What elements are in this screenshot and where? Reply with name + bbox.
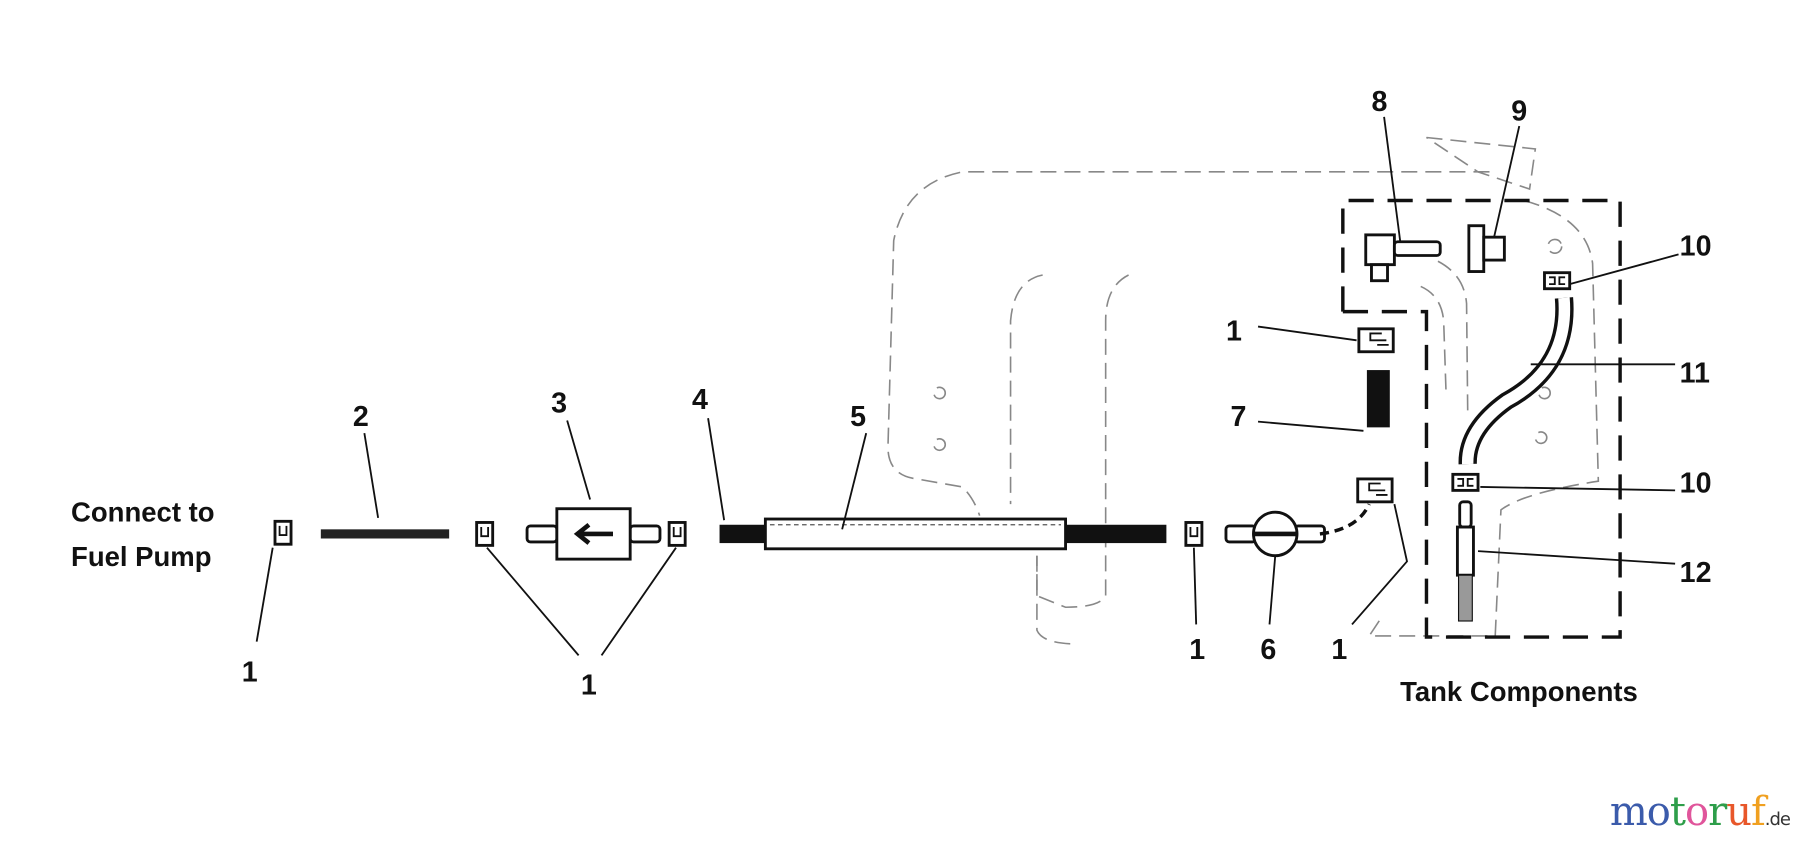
callout-1: 1 [581, 669, 597, 701]
fuel-hose-4 [1065, 524, 1167, 544]
callout-3: 3 [551, 387, 567, 419]
hose-sleeve [763, 517, 1067, 551]
tank-fuel-strainer [1455, 500, 1475, 622]
fuel-hose-2 [320, 529, 450, 539]
callout-4: 4 [692, 384, 708, 416]
tank-components-box [1341, 198, 1622, 639]
shutoff-valve [1224, 510, 1326, 558]
tank-outline-ghost [887, 136, 1600, 645]
callout-1: 1 [1189, 634, 1205, 666]
callout-1: 1 [242, 657, 258, 689]
tank-cap [1467, 224, 1506, 273]
fuel-hose-4 [719, 524, 768, 544]
watermark-letter: t [1669, 789, 1686, 835]
watermark-logo: motoruf.de [1609, 789, 1791, 835]
connect-caption-line1: Connect to [71, 496, 215, 527]
fuel-hose-7 [1366, 370, 1390, 428]
callout-8: 8 [1371, 86, 1387, 118]
callout-11: 11 [1680, 358, 1710, 390]
watermark-letters: motoruf [1609, 789, 1766, 835]
callout-12: 12 [1680, 557, 1712, 589]
callout-7: 7 [1231, 401, 1247, 433]
elbow-fitting [1364, 233, 1442, 283]
hose-clip [475, 521, 495, 547]
hose-clip [1357, 327, 1395, 354]
tank-components-caption: Tank Components [1400, 676, 1638, 707]
hose-clip-10 [1543, 271, 1572, 291]
inline-fuel-filter [525, 507, 662, 561]
connect-caption-line2: Fuel Pump [71, 541, 211, 572]
callout-2: 2 [353, 401, 369, 433]
callout-1: 1 [1331, 634, 1347, 666]
callout-10: 10 [1680, 231, 1712, 263]
callout-6: 6 [1260, 634, 1276, 666]
callout-5: 5 [850, 401, 866, 433]
watermark-letter: f [1750, 789, 1766, 835]
hose-clip [1184, 521, 1204, 547]
hose-route-dashed [1319, 503, 1371, 536]
callout-10: 10 [1680, 468, 1712, 500]
hose-clip [273, 519, 293, 546]
hose-clip-10 [1451, 472, 1480, 492]
leader-lines [255, 116, 1679, 656]
callout-1: 1 [1226, 315, 1242, 347]
watermark-letter: m [1609, 789, 1648, 835]
hose-clip [667, 521, 687, 547]
watermark-letter: u [1726, 789, 1752, 835]
callout-9: 9 [1511, 95, 1527, 127]
fuel-hose-11 [1458, 297, 1574, 465]
watermark-letter: o [1646, 789, 1671, 835]
watermark-letter: o [1684, 789, 1709, 835]
watermark-suffix: .de [1764, 809, 1791, 830]
arrow-left-icon [573, 522, 613, 545]
watermark-letter: r [1708, 789, 1727, 835]
hose-clip [1356, 477, 1394, 504]
